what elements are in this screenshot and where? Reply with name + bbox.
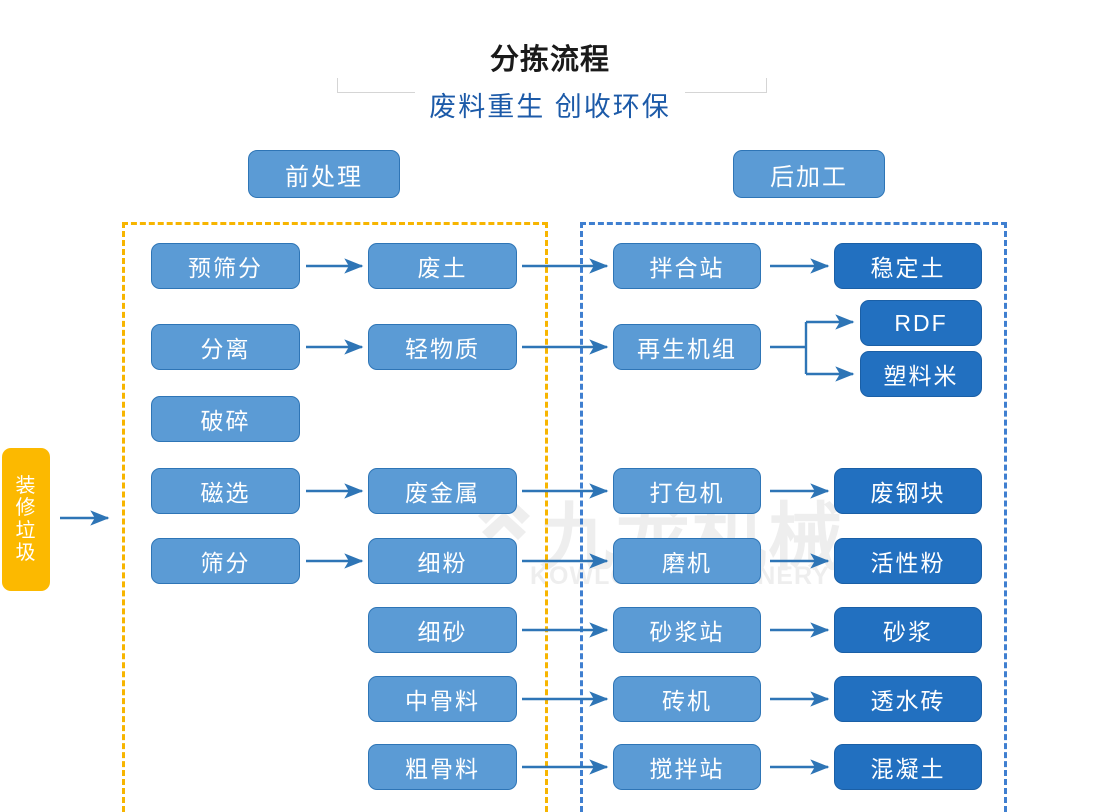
node-label: 再生机组 [637, 336, 737, 362]
section-tag-post-process[interactable]: 后加工 [733, 150, 885, 198]
node-mixing-station[interactable]: 拌合站 [613, 243, 761, 289]
node-label: RDF [894, 309, 948, 336]
node-label: 砖机 [662, 688, 712, 714]
node-rdf[interactable]: RDF [860, 300, 982, 346]
input-source-block[interactable]: 装修垃圾 [2, 448, 50, 591]
node-label: 拌合站 [649, 255, 725, 281]
node-label: 细砂 [417, 619, 468, 645]
node-pre-screening[interactable]: 预筛分 [151, 243, 300, 289]
node-label: 混凝土 [870, 756, 946, 782]
node-concrete-batch-plant[interactable]: 搅拌站 [613, 744, 761, 790]
node-fine-sand[interactable]: 细砂 [368, 607, 517, 653]
node-crushing[interactable]: 破碎 [151, 396, 300, 442]
node-light-material[interactable]: 轻物质 [368, 324, 517, 370]
node-plastic-pellet[interactable]: 塑料米 [860, 351, 982, 397]
node-label: 磁选 [200, 480, 251, 506]
node-regeneration-unit[interactable]: 再生机组 [613, 324, 761, 370]
node-permeable-brick[interactable]: 透水砖 [834, 676, 982, 722]
node-active-powder[interactable]: 活性粉 [834, 538, 982, 584]
node-label: 粗骨料 [405, 756, 480, 782]
node-concrete[interactable]: 混凝土 [834, 744, 982, 790]
node-mortar[interactable]: 砂浆 [834, 607, 982, 653]
section-tag-pre-process[interactable]: 前处理 [248, 150, 400, 198]
node-label: 活性粉 [870, 550, 946, 576]
node-label: 细粉 [417, 550, 468, 576]
node-coarse-aggregate[interactable]: 粗骨料 [368, 744, 517, 790]
node-label: 废土 [417, 255, 468, 281]
node-scrap-steel-block[interactable]: 废钢块 [834, 468, 982, 514]
node-label: 搅拌站 [649, 756, 725, 782]
zone-pre-process [122, 222, 548, 812]
page-title: 分拣流程 [0, 36, 1100, 78]
node-label: 分离 [200, 336, 251, 362]
node-label: 砂浆站 [649, 619, 725, 645]
node-fine-powder[interactable]: 细粉 [368, 538, 517, 584]
node-label: 透水砖 [870, 688, 946, 714]
node-label: 稳定土 [870, 255, 946, 281]
input-source-label: 装修垃圾 [15, 474, 37, 564]
node-waste-soil[interactable]: 废土 [368, 243, 517, 289]
node-label: 废金属 [405, 480, 480, 506]
node-label: 砂浆 [883, 619, 933, 645]
node-baler[interactable]: 打包机 [613, 468, 761, 514]
node-brick-machine[interactable]: 砖机 [613, 676, 761, 722]
node-magnetic-sort[interactable]: 磁选 [151, 468, 300, 514]
node-scrap-metal[interactable]: 废金属 [368, 468, 517, 514]
node-mortar-station[interactable]: 砂浆站 [613, 607, 761, 653]
node-label: 废钢块 [870, 480, 946, 506]
node-stabilized-soil[interactable]: 稳定土 [834, 243, 982, 289]
node-grinding-mill[interactable]: 磨机 [613, 538, 761, 584]
node-label: 预筛分 [188, 255, 263, 281]
node-label: 塑料米 [883, 363, 959, 389]
node-label: 中骨料 [405, 688, 480, 714]
zone-post-process [580, 222, 1007, 812]
node-medium-aggregate[interactable]: 中骨料 [368, 676, 517, 722]
node-label: 打包机 [649, 480, 725, 506]
node-label: 磨机 [662, 550, 712, 576]
page-subtitle: 废料重生 创收环保 [0, 85, 1100, 124]
node-label: 轻物质 [405, 336, 480, 362]
page-subtitle-text: 废料重生 创收环保 [415, 92, 685, 122]
node-label: 筛分 [200, 550, 251, 576]
node-label: 破碎 [200, 408, 251, 434]
node-screening[interactable]: 筛分 [151, 538, 300, 584]
page-title-text: 分拣流程 [475, 44, 624, 76]
node-separation[interactable]: 分离 [151, 324, 300, 370]
